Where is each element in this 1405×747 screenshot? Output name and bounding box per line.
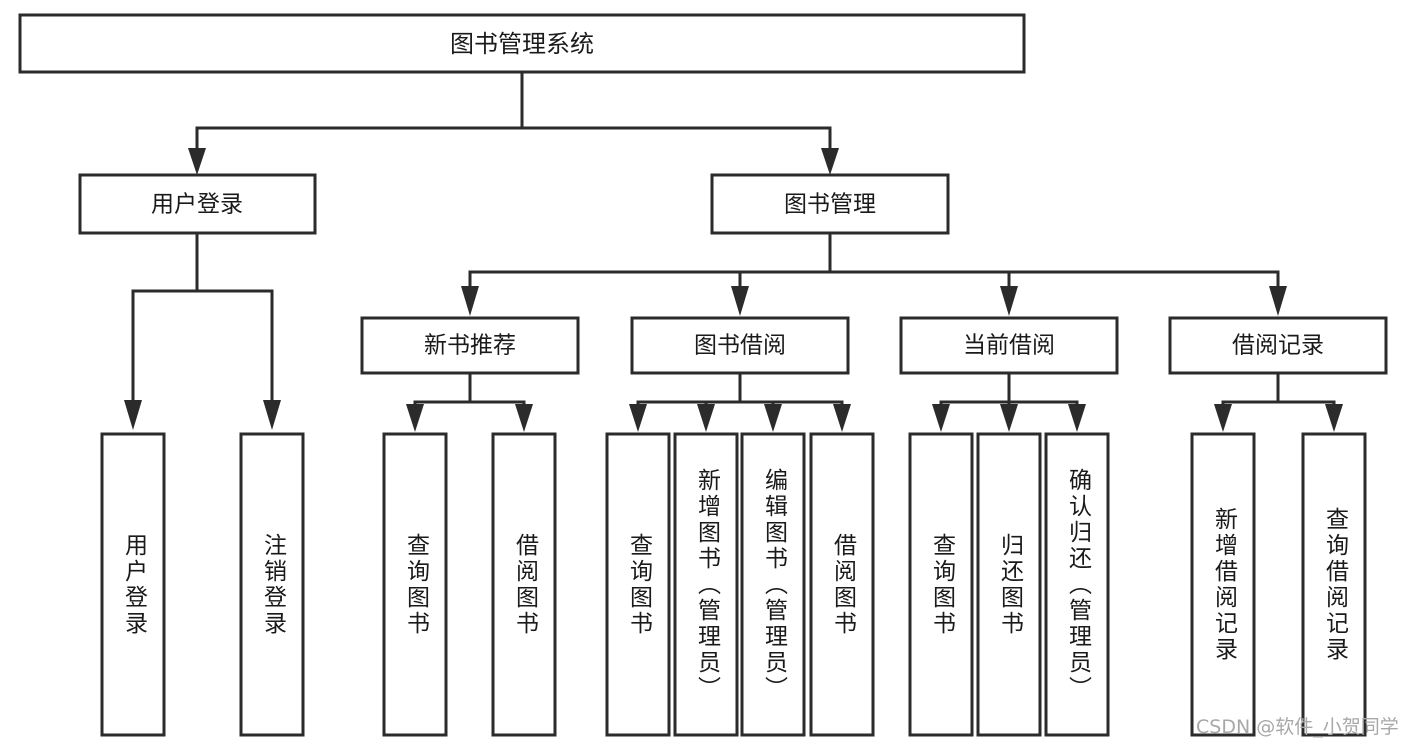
- connector-borrow-to-leaves: [629, 371, 851, 432]
- connector-current-to-leaves: [932, 371, 1086, 432]
- leaf-node-4[interactable]: [491, 432, 557, 737]
- arrow-head-icon: [764, 404, 782, 432]
- leaf-node-3[interactable]: [382, 432, 448, 737]
- connector-login-to-leaves: [124, 231, 281, 430]
- leaf-node-5[interactable]: [605, 432, 671, 737]
- arrow-head-icon: [1214, 404, 1232, 432]
- node-box: [908, 432, 974, 737]
- leaf-node-8[interactable]: [809, 432, 875, 737]
- leaf-node-9[interactable]: [908, 432, 974, 737]
- node-box: [18, 13, 1026, 74]
- node-box: [740, 432, 806, 737]
- node-box: [1301, 432, 1367, 737]
- arrow-head-icon: [188, 148, 206, 175]
- arrow-head-icon: [932, 404, 950, 432]
- node-box: [360, 316, 580, 375]
- node-box: [1044, 432, 1110, 737]
- node-label: 图书借阅: [694, 333, 786, 359]
- leaf-node-7[interactable]: [740, 432, 806, 737]
- arrow-head-icon: [124, 400, 142, 430]
- node-box: [1168, 316, 1388, 375]
- node-records[interactable]: 借阅记录: [1168, 316, 1388, 375]
- node-box: [976, 432, 1042, 737]
- arrow-head-icon: [629, 404, 647, 432]
- arrow-head-icon: [406, 404, 424, 432]
- connector-newbook-to-leaves: [406, 371, 533, 432]
- csdn-watermark: CSDN @软件_小贺同学: [1196, 716, 1399, 738]
- node-box: [673, 432, 739, 737]
- leaf-node-12[interactable]: [1190, 432, 1256, 737]
- connector-root-to-level2: [188, 70, 839, 175]
- arrow-head-icon: [1000, 286, 1018, 316]
- arrow-head-icon: [263, 400, 281, 430]
- node-root[interactable]: 图书管理系统: [18, 13, 1026, 74]
- node-box: [382, 432, 448, 737]
- node-label: 当前借阅: [963, 333, 1055, 359]
- arrow-head-icon: [833, 404, 851, 432]
- leaf-node-1[interactable]: [100, 432, 166, 737]
- node-box: [1190, 432, 1256, 737]
- node-box: [78, 173, 317, 235]
- leaf-node-6[interactable]: [673, 432, 739, 737]
- leaf-node-10[interactable]: [976, 432, 1042, 737]
- arrow-head-icon: [1000, 404, 1018, 432]
- arrow-head-icon: [1068, 404, 1086, 432]
- node-box: [605, 432, 671, 737]
- arrow-head-icon: [821, 148, 839, 175]
- leaf-node-2[interactable]: [239, 432, 305, 737]
- node-box: [630, 316, 850, 375]
- node-box: [710, 173, 950, 235]
- node-label: 图书管理系统: [450, 30, 594, 58]
- node-login[interactable]: 用户登录: [78, 173, 317, 235]
- connector-bookmgmt-to-level3: [461, 231, 1287, 316]
- connector-records-to-leaves: [1214, 371, 1343, 432]
- node-box: [899, 316, 1119, 375]
- node-label: 用户登录: [151, 192, 243, 218]
- arrow-head-icon: [731, 286, 749, 316]
- node-label: 新书推荐: [424, 333, 516, 359]
- node-label: 借阅记录: [1232, 333, 1324, 359]
- node-borrow[interactable]: 图书借阅: [630, 316, 850, 375]
- node-box: [239, 432, 305, 737]
- leaf-node-11[interactable]: [1044, 432, 1110, 737]
- node-box: [491, 432, 557, 737]
- arrow-head-icon: [461, 286, 479, 316]
- node-box: [100, 432, 166, 737]
- arrow-head-icon: [697, 404, 715, 432]
- arrow-head-icon: [515, 404, 533, 432]
- leaf-node-13[interactable]: [1301, 432, 1367, 737]
- node-box: [809, 432, 875, 737]
- node-bookmgmt[interactable]: 图书管理: [710, 173, 950, 235]
- arrow-head-icon: [1325, 404, 1343, 432]
- node-newbook[interactable]: 新书推荐: [360, 316, 580, 375]
- arrow-head-icon: [1269, 286, 1287, 316]
- node-label: 图书管理: [784, 192, 876, 218]
- node-current[interactable]: 当前借阅: [899, 316, 1119, 375]
